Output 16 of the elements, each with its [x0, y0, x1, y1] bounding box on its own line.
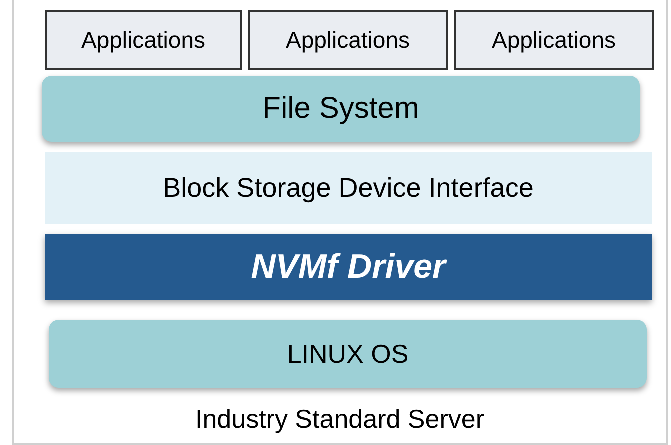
layer-label: Block Storage Device Interface	[163, 172, 534, 204]
layer-label: Applications	[81, 26, 206, 54]
layer-box	[49, 320, 647, 388]
application-box	[45, 10, 242, 70]
layer-box	[45, 152, 652, 224]
layer-label: Applications	[286, 26, 410, 54]
layer-label: LINUX OS	[287, 338, 409, 370]
application-box	[248, 10, 448, 70]
layer-box	[45, 234, 652, 300]
layer-box	[42, 76, 640, 142]
layer-label: NVMf Driver	[251, 248, 446, 286]
server-panel	[12, 0, 668, 445]
layer-label: Industry Standard Server	[195, 404, 485, 435]
layer-label: File System	[262, 92, 420, 126]
application-box	[454, 10, 654, 70]
layer-label: Applications	[492, 26, 616, 54]
